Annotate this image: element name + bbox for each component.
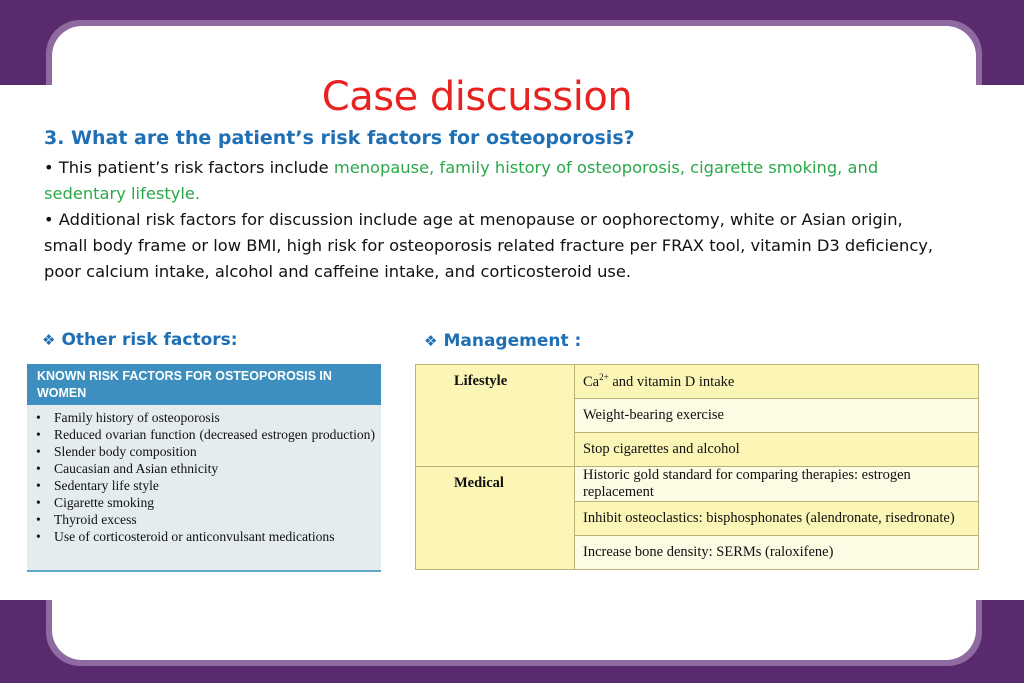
management-table: Lifestyle Ca2+ and vitamin D intake Weig… (415, 364, 979, 570)
list-item: •Reduced ovarian function (decreased est… (36, 427, 375, 442)
management-item: Weight-bearing exercise (574, 398, 979, 433)
management-heading: ❖ Management : (424, 331, 581, 351)
patient-risk-paragraph: • This patient’s risk factors include me… (44, 155, 934, 207)
list-item: •Sedentary life style (36, 478, 159, 493)
bullet-glyph: • (36, 444, 41, 459)
bullet-glyph: • (36, 461, 41, 476)
patient-risk-highlight: menopause, family history of osteoporosi… (44, 158, 879, 203)
table-row: Increase bone density: SERMs (raloxifene… (416, 535, 979, 570)
bullet-glyph: • (36, 410, 41, 425)
bullet-glyph: • (36, 427, 41, 442)
bullet-glyph: • (36, 495, 41, 510)
management-item: Historic gold standard for comparing the… (574, 466, 979, 502)
other-risk-factors-label: Other risk factors: (61, 330, 238, 350)
table-row: Weight-bearing exercise (416, 398, 979, 433)
list-item: •Caucasian and Asian ethnicity (36, 461, 219, 476)
bullet-glyph: • (36, 512, 41, 527)
diamond-bullet-icon: ❖ (424, 332, 438, 350)
list-item: •Cigarette smoking (36, 495, 155, 510)
risk-factors-table: Known risk factors for osteoporosis in w… (27, 364, 381, 572)
bullet-glyph: • (36, 478, 41, 493)
risk-factors-table-header: Known risk factors for osteoporosis in w… (27, 364, 381, 405)
slide-title: Case discussion (321, 74, 633, 120)
management-item: Increase bone density: SERMs (raloxifene… (574, 535, 979, 570)
list-item: •Slender body composition (36, 444, 197, 459)
medical-category: Medical (415, 466, 575, 570)
additional-risk-paragraph: • Additional risk factors for discussion… (44, 210, 934, 281)
question-heading: 3. What are the patient’s risk factors f… (44, 127, 635, 149)
lifestyle-category: Lifestyle (415, 364, 575, 467)
management-item: Ca2+ and vitamin D intake (574, 364, 979, 399)
other-risk-factors-heading: ❖ Other risk factors: (42, 330, 238, 350)
table-row: Inhibit osteoclastics: bisphosphonates (… (416, 501, 979, 536)
list-item: •Thyroid excess (36, 512, 137, 527)
bullet-glyph: • (36, 529, 41, 544)
table-row: Lifestyle Ca2+ and vitamin D intake (415, 364, 979, 467)
list-item: •Use of corticosteroid or anticonvulsant… (36, 529, 335, 544)
paragraph-prefix: • This patient’s risk factors include (44, 158, 334, 177)
table-row: Medical Historic gold standard for compa… (415, 466, 979, 570)
ca-superscript: 2+ (599, 372, 609, 383)
management-item: Inhibit osteoclastics: bisphosphonates (… (574, 501, 979, 536)
management-label: Management : (443, 331, 582, 351)
list-item: •Family history of osteoporosis (36, 410, 220, 425)
risk-factors-list: •Family history of osteoporosis •Reduced… (27, 409, 381, 545)
management-item: Stop cigarettes and alcohol (574, 432, 979, 467)
diamond-bullet-icon: ❖ (42, 331, 56, 349)
table-row: Stop cigarettes and alcohol (416, 432, 979, 467)
